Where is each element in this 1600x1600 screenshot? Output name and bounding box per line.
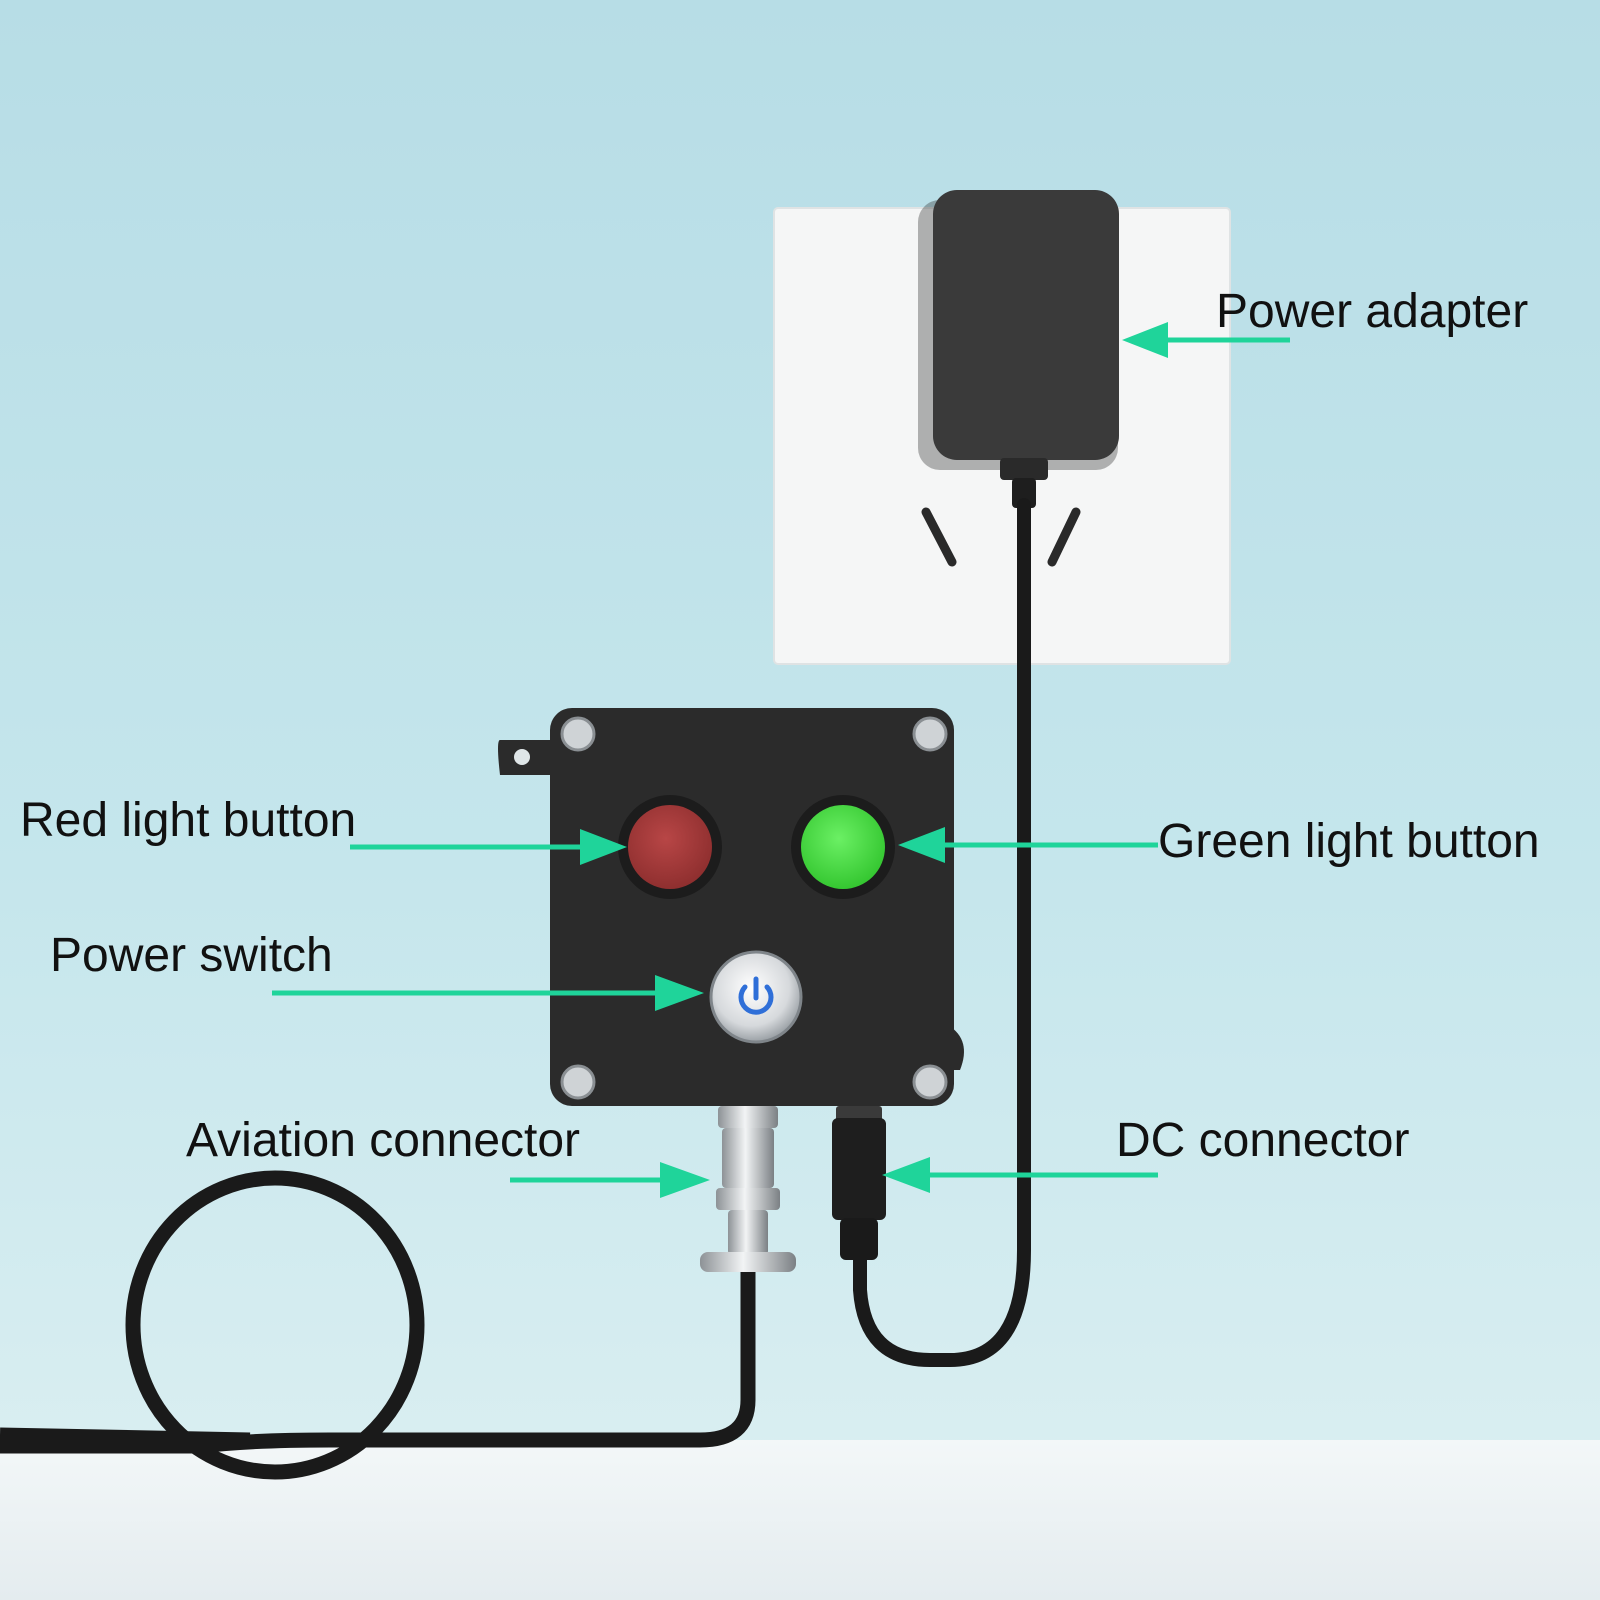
- label-aviation-connector: Aviation connector: [186, 1114, 581, 1167]
- label-red-light-button: Red light button: [20, 794, 357, 847]
- power-adapter: [918, 190, 1119, 508]
- control-box: [498, 708, 964, 1106]
- aviation-connector: [700, 1106, 796, 1272]
- arrow-green-light-button: [898, 827, 1158, 863]
- arrow-power-switch: [272, 975, 704, 1011]
- arrow-red-light-button: [350, 829, 627, 865]
- power-switch: [709, 950, 803, 1044]
- label-power-adapter: Power adapter: [1216, 285, 1529, 338]
- red-light-button: [618, 795, 722, 899]
- label-dc-connector: DC connector: [1116, 1114, 1410, 1167]
- power-icon: [738, 976, 774, 1015]
- label-green-light-button: Green light button: [1158, 815, 1540, 868]
- arrow-power-adapter: [1122, 322, 1290, 358]
- dc-connector: [832, 1106, 886, 1260]
- sensor-cable: [0, 1170, 756, 1480]
- power-cable: [853, 498, 1031, 1367]
- green-light-button: [791, 795, 895, 899]
- arrow-aviation-connector: [510, 1162, 710, 1198]
- callout-arrows: [272, 322, 1290, 1198]
- arrow-dc-connector: [882, 1157, 1158, 1193]
- label-power-switch: Power switch: [50, 929, 333, 982]
